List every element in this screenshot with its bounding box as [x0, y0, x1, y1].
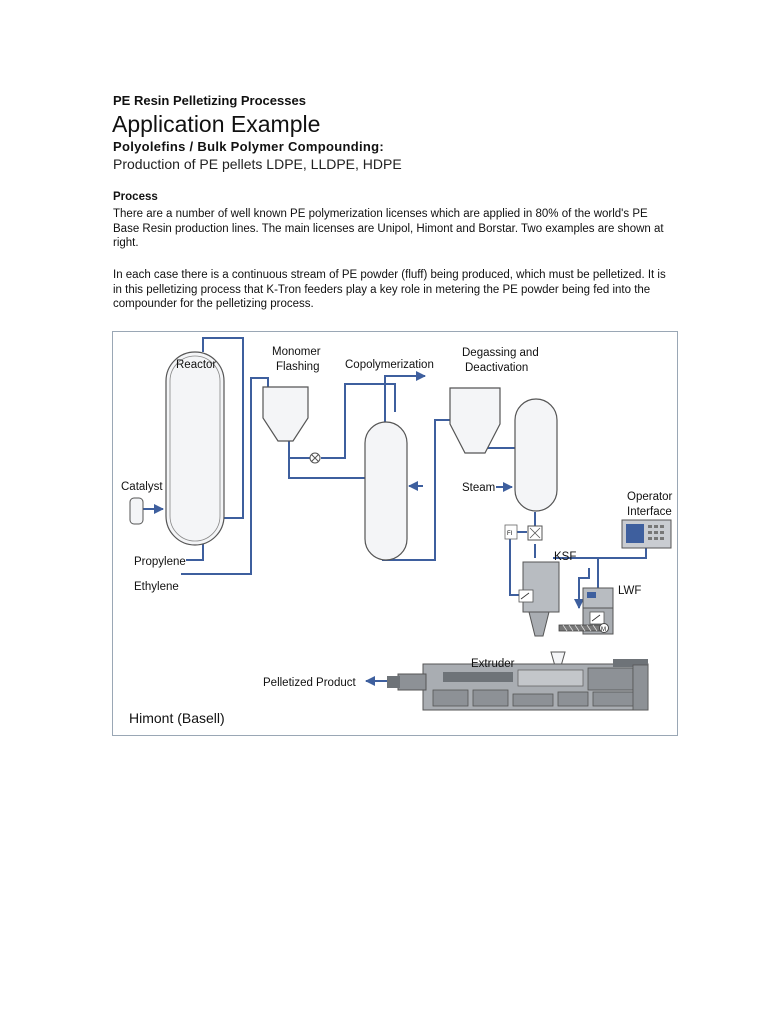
ksf-label: KSF: [554, 551, 576, 563]
degassing-hopper: [449, 387, 501, 454]
deactivation-vessel: [514, 398, 558, 512]
page-title: Application Example: [112, 111, 321, 137]
reactor-vessel: [165, 351, 225, 546]
operator-screen: [626, 524, 644, 543]
fi-box: [504, 524, 518, 540]
steam-label: Steam: [462, 482, 495, 494]
ksf-feeder: [522, 561, 560, 613]
pipe-reactor-to-flash: [202, 337, 244, 519]
process-diagram-svg: FI M Reactor Monomer Flashing: [121, 337, 673, 726]
extruder-label: Extruder: [471, 658, 515, 670]
degassing-label-1: Degassing and: [462, 347, 539, 359]
monomer-flash-hopper: [262, 386, 309, 442]
process-paragraph-1: There are a number of well known PE poly…: [113, 208, 664, 249]
degassing-label-2: Deactivation: [465, 362, 528, 374]
pipe-lwf: [574, 568, 590, 609]
pipe-valve-to-copoly: [321, 383, 396, 459]
ethylene-label: Ethylene: [134, 581, 179, 593]
fi-label: FI: [507, 531, 513, 537]
process-paragraph-2: In each case there is a continuous strea…: [113, 269, 666, 310]
reactor-label: Reactor: [176, 359, 216, 371]
monomer-label-1: Monomer: [272, 346, 321, 358]
pipe-propylene: [186, 544, 204, 561]
pelletized-product-label: Pelletized Product: [263, 677, 356, 689]
pipe-ksf-to-lwf: [553, 557, 599, 592]
pipe-operator: [599, 546, 647, 559]
subheading: Polyolefins / Bulk Polymer Compounding:: [113, 139, 384, 154]
extruder-machine: [387, 659, 649, 711]
pipe-flash-to-copoly: [288, 458, 368, 479]
process-diagram: FI M Reactor Monomer Flashing: [112, 331, 678, 736]
catalyst-drum: [129, 497, 144, 525]
pipe-flash-valve: [288, 441, 310, 459]
operator-label-1: Operator: [627, 491, 673, 503]
motor-label: M: [601, 627, 606, 633]
operator-label-2: Interface: [627, 506, 672, 518]
pipe-fi-down: [509, 538, 523, 596]
kicker-title: PE Resin Pelletizing Processes: [113, 93, 306, 108]
pipe-copoly-top: [384, 371, 426, 427]
reactor-inner: [169, 355, 221, 542]
ksf-gauge-icon: [518, 589, 534, 603]
copolymerization-vessel: [364, 421, 408, 561]
diagram-caption: Himont (Basell): [129, 710, 225, 726]
lwf-gauge-icon: [589, 611, 605, 625]
motor-icon: [599, 623, 609, 633]
subtitle: Production of PE pellets LDPE, LLDPE, HD…: [113, 156, 402, 172]
copolymerization-label: Copolymerization: [345, 359, 434, 371]
pipe-ethylene: [181, 377, 269, 575]
process-heading: Process: [113, 191, 158, 203]
monomer-label-2: Flashing: [276, 361, 319, 373]
catalyst-label: Catalyst: [121, 481, 163, 493]
lwf-label: LWF: [618, 585, 641, 597]
propylene-label: Propylene: [134, 556, 186, 568]
